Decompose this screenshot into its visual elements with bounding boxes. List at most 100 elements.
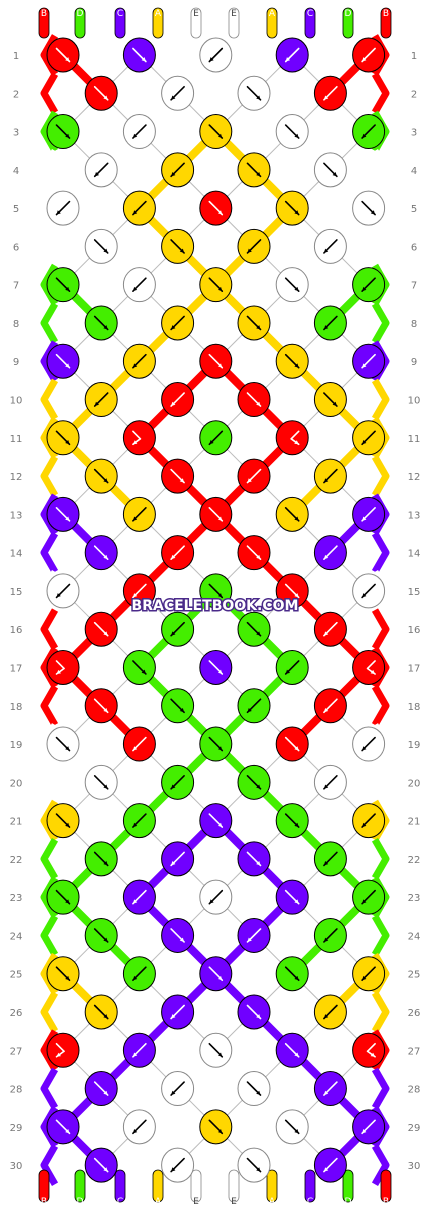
knot	[161, 764, 195, 800]
edge-string	[40, 570, 59, 612]
knot	[84, 1071, 118, 1107]
row-number-right: 1	[411, 51, 417, 62]
knot	[122, 649, 156, 685]
edge-string	[40, 416, 59, 459]
knot	[199, 1109, 233, 1145]
edge-string	[40, 761, 59, 804]
edge-string	[40, 302, 59, 344]
row-number-left: 19	[10, 740, 23, 751]
knot	[46, 726, 80, 762]
knot	[275, 267, 309, 303]
knot	[237, 1147, 271, 1183]
edge-string	[40, 1105, 59, 1148]
knot	[84, 228, 118, 264]
knot	[352, 37, 386, 73]
string-end-top	[228, 7, 240, 39]
edge-string	[40, 531, 59, 574]
knot	[199, 1032, 233, 1068]
row-number-left: 9	[13, 357, 19, 368]
string-end-bottom	[152, 1169, 164, 1203]
row-number-left: 16	[10, 625, 23, 636]
string-label-top: C	[307, 9, 313, 19]
string-end-top	[266, 7, 278, 39]
edge-string	[371, 991, 390, 1033]
knot	[122, 956, 156, 992]
string-label-top: A	[269, 9, 276, 19]
row-number-left: 3	[13, 128, 19, 139]
row-number-right: 5	[411, 204, 417, 215]
knot	[199, 879, 233, 915]
string-end-top	[38, 7, 50, 39]
row-number-right: 15	[408, 587, 421, 598]
row-number-right: 20	[408, 778, 421, 789]
row-number-right: 3	[411, 128, 417, 139]
knot	[161, 917, 195, 953]
knot	[275, 573, 309, 609]
edge-string	[371, 148, 390, 191]
knot	[313, 458, 347, 494]
knot	[237, 152, 271, 188]
edge-string	[40, 378, 59, 421]
knot	[46, 803, 80, 839]
knot	[161, 994, 195, 1030]
row-number-left: 8	[13, 319, 19, 330]
knot	[237, 458, 271, 494]
row-number-left: 25	[10, 970, 23, 981]
knot	[122, 1032, 156, 1068]
knot	[313, 1071, 347, 1107]
knot	[313, 688, 347, 724]
knot	[275, 496, 309, 532]
row-number-left: 15	[10, 587, 23, 598]
string-end-bottom	[266, 1169, 278, 1203]
edge-string	[40, 1067, 59, 1110]
edge-string	[40, 991, 59, 1033]
knot	[84, 1147, 118, 1183]
knot	[352, 190, 386, 226]
row-number-right: 28	[408, 1085, 421, 1096]
row-number-left: 22	[10, 855, 23, 866]
string-end-bottom	[228, 1169, 240, 1203]
knot	[161, 535, 195, 571]
knot	[122, 726, 156, 762]
knot	[161, 688, 195, 724]
knot	[352, 956, 386, 992]
knot	[352, 267, 386, 303]
knot	[275, 879, 309, 915]
knot	[161, 1071, 195, 1107]
knot	[122, 573, 156, 609]
string-label-top: D	[345, 9, 352, 19]
string-end-bottom	[342, 1169, 354, 1203]
knot	[352, 1032, 386, 1068]
knot	[84, 75, 118, 111]
knot	[122, 803, 156, 839]
knot	[352, 726, 386, 762]
knot	[275, 726, 309, 762]
row-number-left: 18	[10, 702, 23, 713]
knot	[313, 841, 347, 877]
knot	[352, 879, 386, 915]
knot	[275, 343, 309, 379]
knot	[275, 190, 309, 226]
string-end-top	[74, 7, 86, 39]
knot	[275, 649, 309, 685]
string-end-top	[380, 7, 392, 39]
knot	[275, 803, 309, 839]
row-number-left: 28	[10, 1085, 23, 1096]
row-number-right: 24	[408, 931, 421, 942]
row-number-right: 27	[408, 1046, 421, 1057]
edge-string	[40, 110, 59, 153]
knot	[46, 420, 80, 456]
string-label-bottom: C	[117, 1197, 123, 1207]
row-number-left: 23	[10, 893, 23, 904]
row-number-right: 17	[408, 663, 421, 674]
knot	[122, 496, 156, 532]
knot	[46, 956, 80, 992]
edge-string	[40, 72, 59, 115]
string-end-bottom	[114, 1169, 126, 1203]
knot	[237, 75, 271, 111]
knot	[313, 228, 347, 264]
knot	[46, 879, 80, 915]
string-label-top: B	[383, 9, 389, 19]
row-number-right: 21	[408, 817, 421, 828]
